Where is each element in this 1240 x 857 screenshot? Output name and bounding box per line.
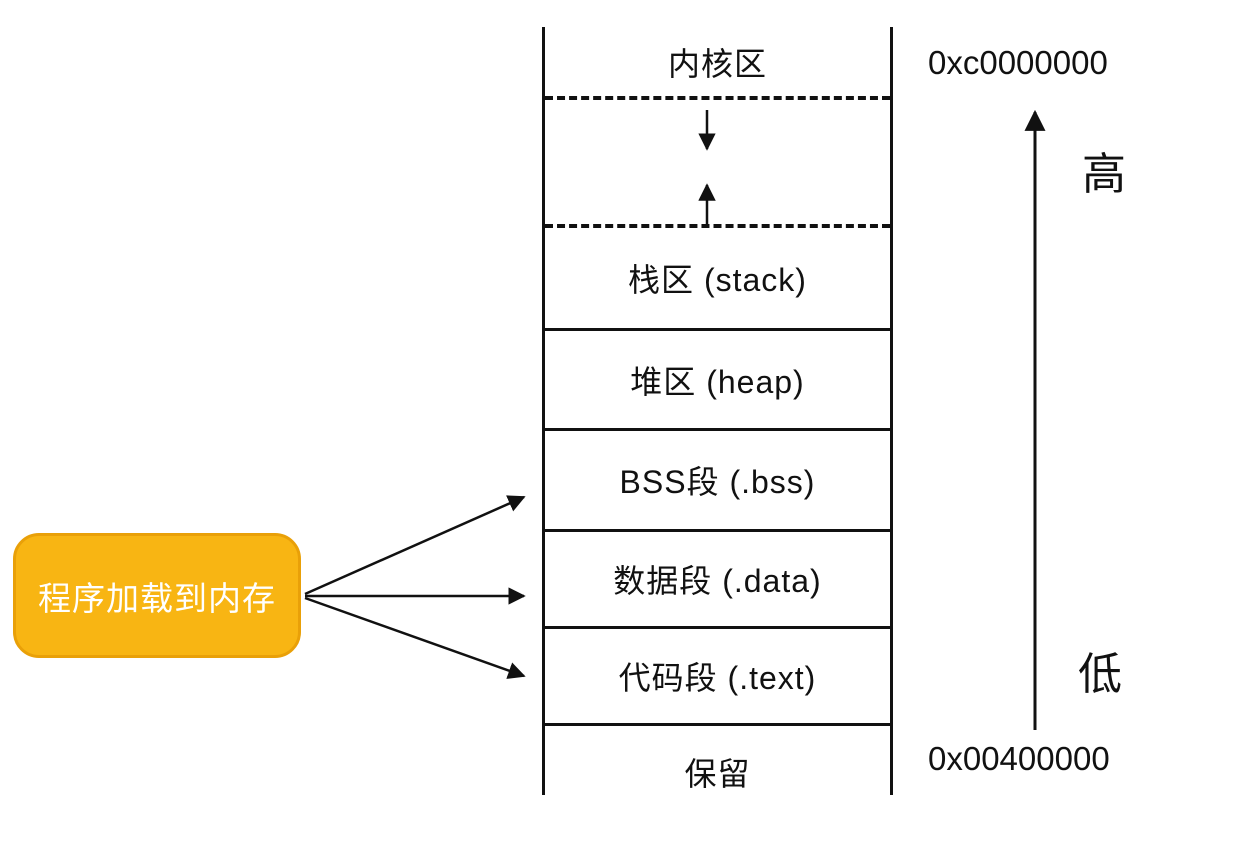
section-kernel-label: 内核区 [667, 45, 767, 82]
section-stack-label: 栈区 (stack) [628, 262, 807, 298]
loader-box-label: 程序加载到内存 [38, 581, 276, 618]
load-arrow-to-bss-icon [304, 495, 526, 596]
section-text: 代码段 (.text) [545, 629, 890, 726]
high-address-value: 0xc0000000 [928, 44, 1108, 81]
section-bss-label: BSS段 (.bss) [619, 464, 816, 500]
section-heap: 堆区 (heap) [545, 331, 890, 431]
low-address-label: 低 [1078, 650, 1122, 699]
section-stack: 栈区 (stack) [545, 228, 890, 331]
section-text-label: 代码段 (.text) [618, 660, 817, 696]
section-bss: BSS段 (.bss) [545, 431, 890, 532]
section-growth-gap [545, 100, 890, 228]
section-data: 数据段 (.data) [545, 532, 890, 629]
loader-box: 程序加载到内存 [13, 533, 301, 658]
high-address-label: 高 [1082, 150, 1126, 199]
section-data-label: 数据段 (.data) [613, 563, 822, 599]
section-reserved: 保留 [545, 726, 890, 795]
section-heap-label: 堆区 (heap) [630, 363, 805, 400]
section-reserved-label: 保留 [684, 755, 751, 792]
load-arrow-to-text-icon [304, 596, 526, 679]
low-address-value: 0x00400000 [928, 740, 1110, 777]
memory-column: 内核区 栈区 (stack) 堆区 (heap) BSS段 (.bss) 数据段… [542, 27, 893, 795]
section-kernel: 内核区 [545, 27, 890, 100]
